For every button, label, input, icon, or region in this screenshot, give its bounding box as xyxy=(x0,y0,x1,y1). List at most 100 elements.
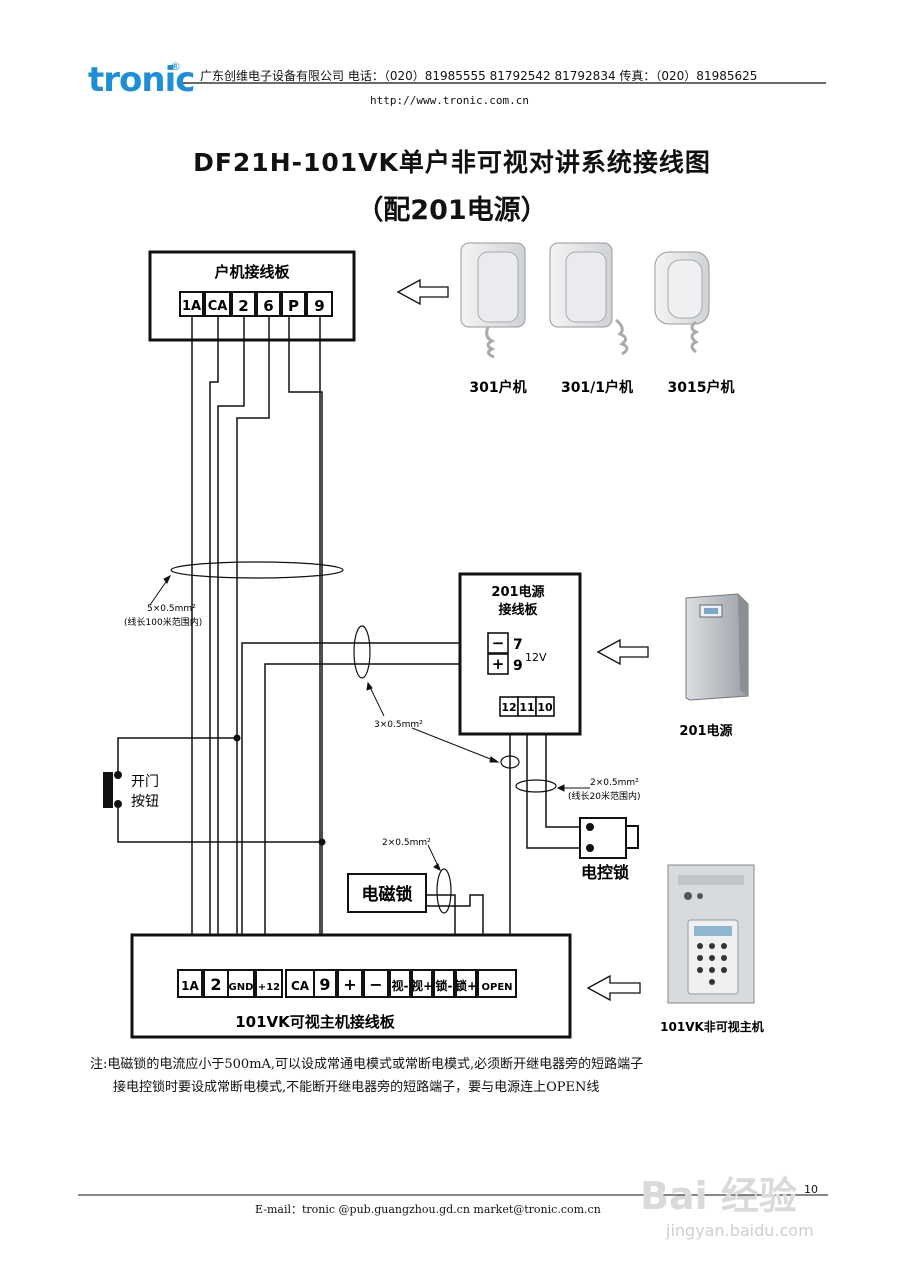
indoor-terminal: CA xyxy=(204,291,231,317)
indoor-terminal: 9 xyxy=(306,291,333,317)
door-button-label-line1: 开门 xyxy=(131,774,159,790)
junction-dot xyxy=(318,838,326,846)
main-terminal-label: + xyxy=(343,975,356,994)
watermark-brand: Bai 经验 xyxy=(640,1174,797,1218)
power-minus-terminal: − xyxy=(492,634,505,652)
power-unit-label: 201电源 xyxy=(679,723,732,739)
main-terminal: 锁+ xyxy=(455,969,477,998)
power-board-title-line2: 接线板 xyxy=(498,602,538,618)
footer-rule xyxy=(78,1194,828,1196)
power-voltage-label: 12V xyxy=(525,651,547,664)
main-terminal-label: 锁- xyxy=(436,978,453,993)
power-supply-board: 201电源 接线板 − + 7 9 12V 12 11 10 xyxy=(458,572,582,736)
indoor-terminal: 2 xyxy=(231,291,256,317)
main-terminal-label: 1A xyxy=(181,979,199,993)
magnetic-lock-box: 电磁锁 xyxy=(347,873,427,913)
door-button-label-line2: 按钮 xyxy=(131,794,159,810)
indoor-unit-board: 户机接线板 1A CA 2 6 P 9 xyxy=(148,250,356,342)
watermark-site: jingyan.baidu.com xyxy=(666,1221,814,1240)
main-terminal: + xyxy=(337,969,363,998)
registered-mark: ® xyxy=(170,60,181,73)
main-terminal: +12 xyxy=(255,969,283,998)
annotation-pointers xyxy=(149,574,590,871)
power-supply-unit-icon xyxy=(685,593,749,701)
main-terminal-label: 9 xyxy=(319,975,330,994)
indoor-terminal: P xyxy=(281,291,306,317)
company-contact-line: 广东创维电子设备有限公司 电话：（020）81985555 81792542 8… xyxy=(200,69,758,83)
website-url: http://www.tronic.com.cn xyxy=(370,94,529,107)
magnetic-lock-label: 电磁锁 xyxy=(362,884,413,905)
main-terminal-label: 视- xyxy=(392,978,409,993)
cable-bundle-marker xyxy=(436,868,452,914)
page-title: DF21H-101VK单户非可视对讲系统接线图 xyxy=(193,148,711,177)
main-terminal: 视+ xyxy=(411,969,433,998)
wires xyxy=(117,316,588,970)
power-terminal-7: 7 xyxy=(513,637,523,653)
phone-label-301-1: 301/1户机 xyxy=(561,379,633,396)
door-button-icon xyxy=(103,771,122,808)
header-rule xyxy=(183,82,826,84)
cable-bundle-marker xyxy=(500,755,520,769)
main-unit-label: 101VK非可视主机 xyxy=(660,1019,764,1034)
indoor-terminal-label: 1A xyxy=(182,299,201,314)
lock-cable-length: (线长20米范围内) xyxy=(568,790,640,802)
main-cable-length: (线长100米范围内) xyxy=(124,616,202,628)
main-board-title: 101VK可视主机接线板 xyxy=(235,1013,396,1031)
phone-label-3015: 3015户机 xyxy=(668,379,735,396)
main-cable-spec: 5×0.5mm² xyxy=(147,604,196,614)
main-terminal-label: CA xyxy=(291,979,310,993)
power-board-title-line1: 201电源 xyxy=(491,584,544,600)
indoor-terminal: 6 xyxy=(256,291,281,317)
indoor-phone-301-icon xyxy=(460,242,526,359)
phone-label-301: 301户机 xyxy=(469,379,526,396)
note-line-2: 接电控锁时要设成常断电模式,不能断开继电器旁的短路端子，要与电源连上OPEN线 xyxy=(113,1080,600,1095)
footer-email: E-mail：tronic @pub.guangzhou.gd.cn marke… xyxy=(255,1203,601,1216)
page-subtitle: （配201电源） xyxy=(356,195,548,226)
indoor-terminal-label: 6 xyxy=(263,297,273,315)
main-unit-board: 101VK可视主机接线板 1A 2 GND +12 CA 9 +−视-视+锁-锁+ OPEN xyxy=(130,933,572,1039)
cable-bundle-marker xyxy=(353,625,371,679)
main-terminal: 9 xyxy=(313,969,337,998)
main-unit-panel-icon xyxy=(667,864,755,1004)
main-terminal: OPEN xyxy=(477,969,517,998)
indoor-terminal-label: CA xyxy=(208,299,228,314)
power-cable-spec: 3×0.5mm² xyxy=(374,720,423,730)
indoor-phone-3015-icon xyxy=(654,251,710,354)
indoor-board-title: 户机接线板 xyxy=(214,263,290,281)
power-output-terminal: 11 xyxy=(519,701,534,714)
indoor-terminal-label: P xyxy=(288,297,299,315)
main-terminal: CA xyxy=(285,969,315,998)
power-plus-terminal: + xyxy=(492,655,505,673)
main-terminal: 1A xyxy=(177,969,203,998)
arrow-left-icon xyxy=(586,974,641,1002)
cable-bundle-marker xyxy=(515,779,557,793)
indoor-terminal-label: 9 xyxy=(314,297,324,315)
arrow-left-icon xyxy=(596,638,649,666)
electric-lock-label: 电控锁 xyxy=(581,863,629,882)
indoor-phone-301-1-icon xyxy=(549,242,629,356)
page-number: 10 xyxy=(804,1183,818,1196)
main-terminal-label: OPEN xyxy=(481,982,512,993)
main-terminal-label: GND xyxy=(229,982,254,993)
power-output-terminal: 12 xyxy=(501,701,516,714)
junction-dot xyxy=(233,734,241,742)
main-terminal: 2 xyxy=(203,969,229,998)
main-terminal: − xyxy=(363,969,389,998)
main-terminal: 视- xyxy=(389,969,411,998)
main-terminal: 锁- xyxy=(433,969,455,998)
arrow-left-icon xyxy=(396,278,449,306)
main-terminal-label: 视+ xyxy=(411,978,433,993)
cable-bundle-marker xyxy=(170,561,344,579)
main-terminal-label: − xyxy=(369,975,382,994)
lock-cable-spec: 2×0.5mm² xyxy=(590,778,639,788)
main-terminal-label: +12 xyxy=(258,982,280,993)
power-output-terminal: 10 xyxy=(537,701,553,714)
main-terminal-label: 2 xyxy=(210,975,221,994)
maglock-cable-spec: 2×0.5mm² xyxy=(382,838,431,848)
tronic-logo: tronic xyxy=(88,60,195,100)
main-terminal-label: 锁+ xyxy=(455,978,477,993)
indoor-terminal-label: 2 xyxy=(238,297,248,315)
electric-lock-icon xyxy=(579,817,639,859)
main-terminal: GND xyxy=(227,969,255,998)
